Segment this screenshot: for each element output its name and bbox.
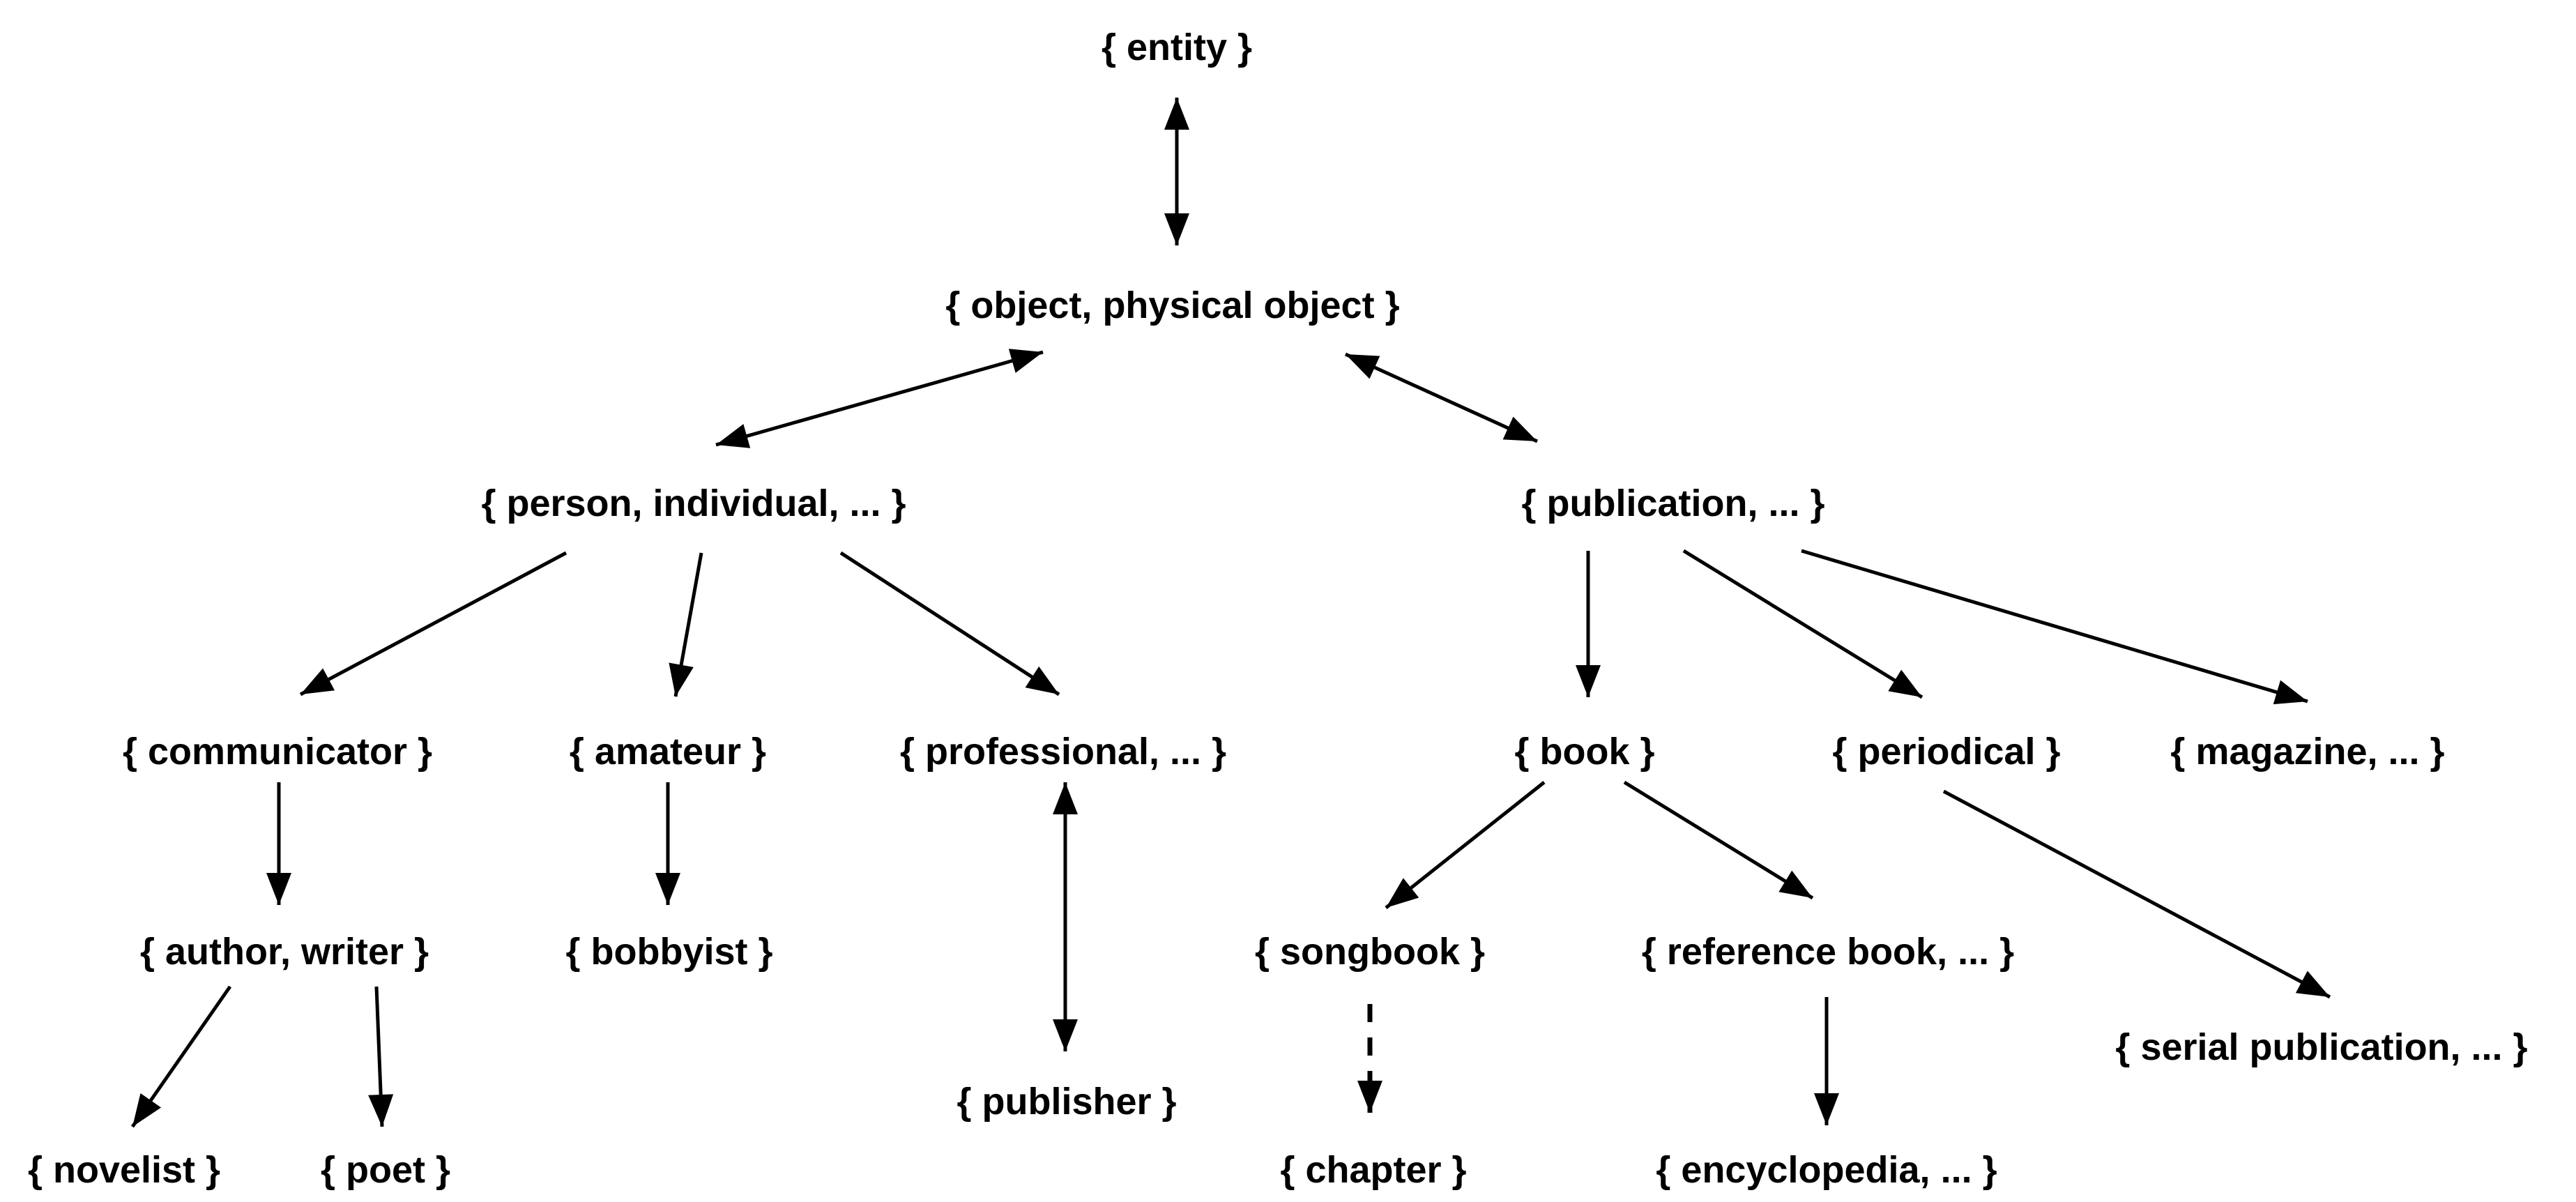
edge-object-publication	[1344, 352, 1539, 443]
node-poet: { poet }	[320, 1149, 451, 1191]
node-reference-book: { reference book, ... }	[1641, 931, 2015, 973]
edge-book-songbook	[1385, 781, 1546, 909]
edge-periodical-serial-publication	[1942, 789, 2331, 999]
node-novelist: { novelist }	[27, 1149, 221, 1191]
node-bobbyist: { bobbyist }	[565, 931, 773, 973]
node-encyclopedia: { encyclopedia, ... }	[1656, 1149, 1997, 1191]
edge-book-reference-book	[1623, 780, 1814, 900]
node-songbook: { songbook }	[1254, 931, 1486, 973]
node-author-writer: { author, writer }	[139, 931, 429, 973]
edge-object-person	[715, 349, 1044, 448]
node-publication: { publication, ... }	[1521, 482, 1825, 524]
node-object: { object, physical object }	[945, 284, 1400, 326]
node-entity: { entity }	[1101, 26, 1253, 68]
edge-person-professional	[839, 551, 1060, 697]
node-communicator: { communicator }	[122, 731, 433, 773]
node-amateur: { amateur }	[569, 731, 767, 773]
node-book: { book }	[1514, 731, 1655, 773]
edge-author-poet	[368, 986, 394, 1127]
edge-author-novelist	[130, 985, 232, 1128]
edge-publication-periodical	[1682, 549, 1923, 699]
node-serial-publication: { serial publication, ... }	[2115, 1026, 2528, 1068]
edge-publication-magazine	[1801, 549, 2308, 705]
edge-person-amateur	[669, 552, 703, 697]
node-periodical: { periodical }	[1832, 731, 2061, 773]
node-person: { person, individual, ... }	[481, 482, 906, 524]
edge-person-communicator	[299, 551, 567, 697]
node-publisher: { publisher }	[957, 1081, 1177, 1123]
node-professional: { professional, ... }	[899, 731, 1227, 773]
node-magazine: { magazine, ... }	[2170, 731, 2445, 773]
node-chapter: { chapter }	[1280, 1149, 1467, 1191]
